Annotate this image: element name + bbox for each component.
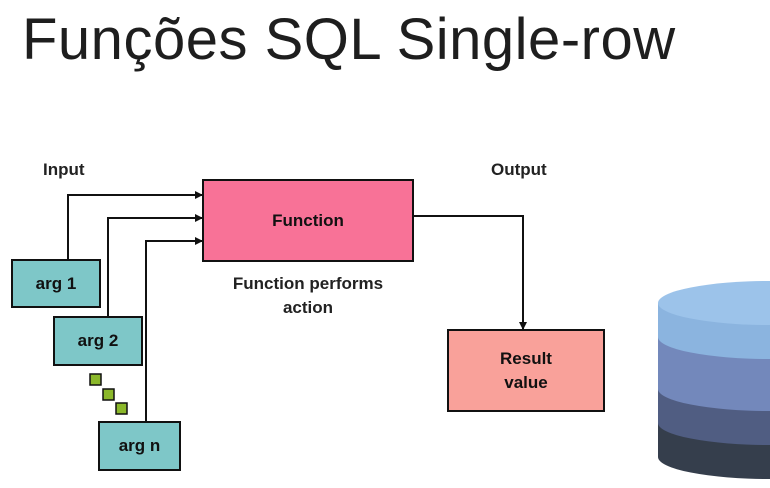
function-box: Function — [202, 179, 414, 262]
function-description-line-2: action — [282, 298, 334, 317]
arg-1-box: arg 1 — [11, 259, 101, 308]
arg-2-label: arg 2 — [77, 331, 119, 350]
arg-1-label: arg 1 — [35, 273, 77, 293]
result-label-line-1: Result — [500, 348, 552, 368]
arrow-argn-to-function — [145, 237, 203, 421]
result-value-box: Result value — [447, 329, 605, 412]
result-label-line-2: value — [504, 372, 548, 392]
arrow-function-to-result — [414, 215, 527, 330]
function-description-line-1: Function performs — [232, 274, 384, 293]
arg-2-box: arg 2 — [53, 316, 143, 366]
vertical-ellipsis-icon — [89, 373, 128, 415]
arrow-arg2-to-function — [107, 214, 203, 316]
function-label: Function — [272, 210, 344, 230]
arrow-arg1-to-function — [67, 191, 203, 259]
arg-n-box: arg n — [98, 421, 181, 471]
output-label: Output — [491, 160, 547, 179]
slide-title: Funções SQL Single-row — [22, 7, 676, 72]
arg-n-label: arg n — [118, 436, 161, 455]
function-description: Function performs action — [216, 272, 400, 320]
input-label: Input — [43, 160, 85, 179]
